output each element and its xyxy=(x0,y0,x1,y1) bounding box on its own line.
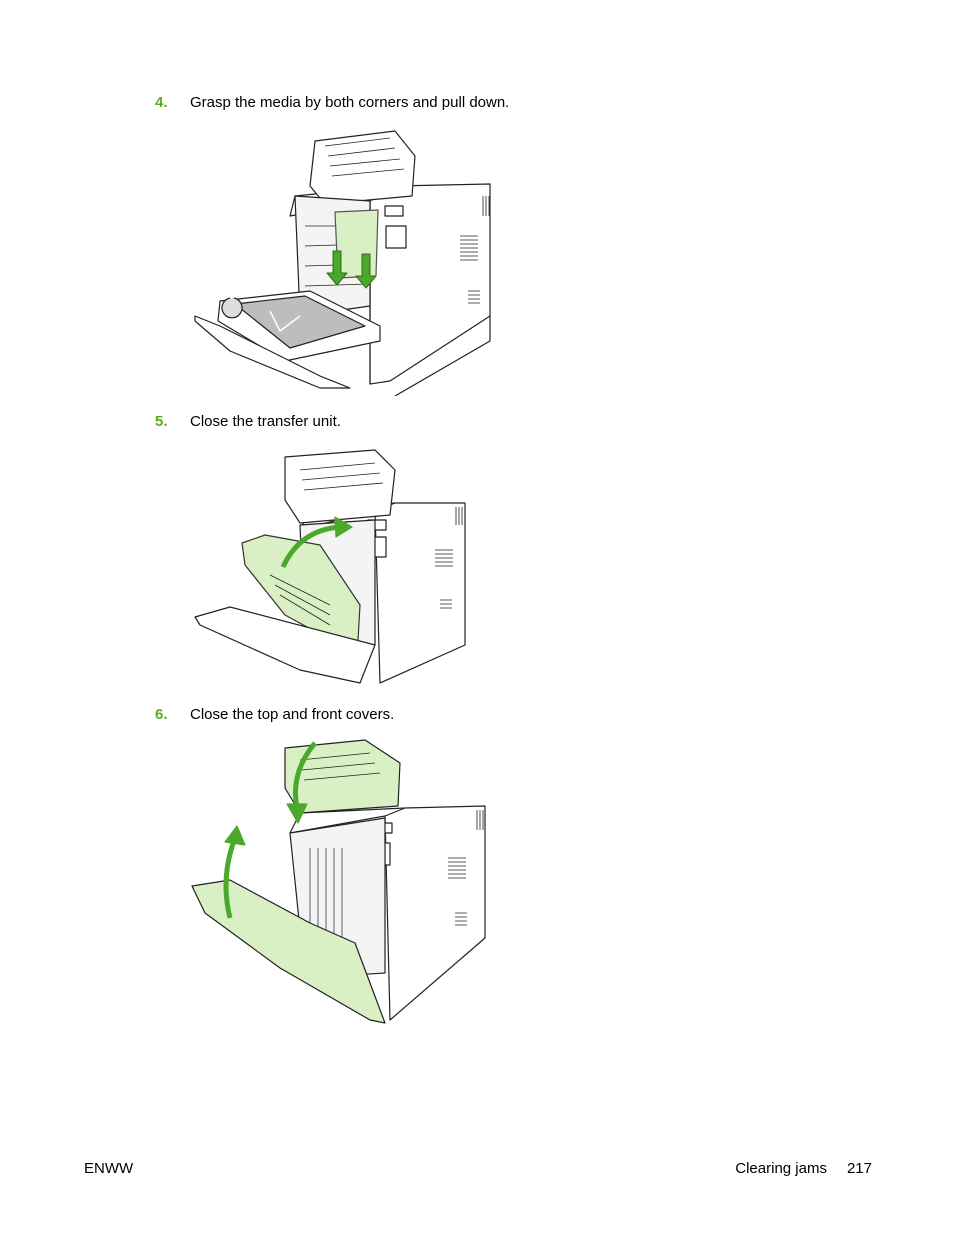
step-5: 5. Close the transfer unit. xyxy=(155,413,341,431)
page-number: 217 xyxy=(846,1160,872,1177)
step-4: 4. Grasp the media by both corners and pu… xyxy=(155,94,509,112)
step-number: 6. xyxy=(155,706,168,723)
figure-close-transfer-unit xyxy=(190,445,470,690)
figure-close-covers xyxy=(190,738,490,1028)
step-6: 6. Close the top and front covers. xyxy=(155,706,394,724)
footer-right: Clearing jams 217 xyxy=(735,1160,872,1178)
step-text: Grasp the media by both corners and pull… xyxy=(190,94,510,111)
step-text: Close the transfer unit. xyxy=(190,413,341,430)
step-text: Close the top and front covers. xyxy=(190,706,395,723)
step-number: 5. xyxy=(155,413,168,430)
figure-pull-media xyxy=(190,126,495,396)
footer-section: Clearing jams xyxy=(735,1160,827,1177)
step-number: 4. xyxy=(155,94,168,111)
footer-left: ENWW xyxy=(84,1160,134,1177)
